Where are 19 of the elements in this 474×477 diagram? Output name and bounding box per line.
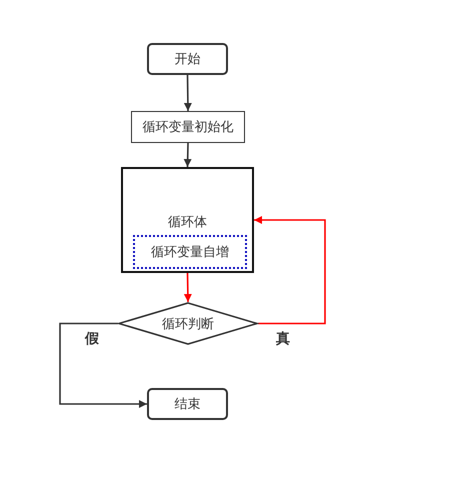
node-label: 循环变量自增 [151,244,229,261]
process-box [133,235,247,269]
node-label: 循环变量初始化 [142,119,234,136]
arrow [184,272,192,302]
edge-label: 假 [84,331,100,347]
node-label: 结束 [174,396,200,413]
process-box [131,111,245,143]
node-label: 循环体 [168,214,207,231]
arrow [254,216,326,324]
end-box [147,388,228,420]
node-label: 开始 [174,51,200,68]
decision-diamond [118,302,258,345]
arrow [184,74,192,112]
node-label: 循环判断 [162,316,214,332]
edge-label: 真 [275,331,291,347]
start-box [147,43,228,75]
loop-body-box [121,167,254,273]
arrow [184,142,192,168]
arrow [59,322,147,408]
